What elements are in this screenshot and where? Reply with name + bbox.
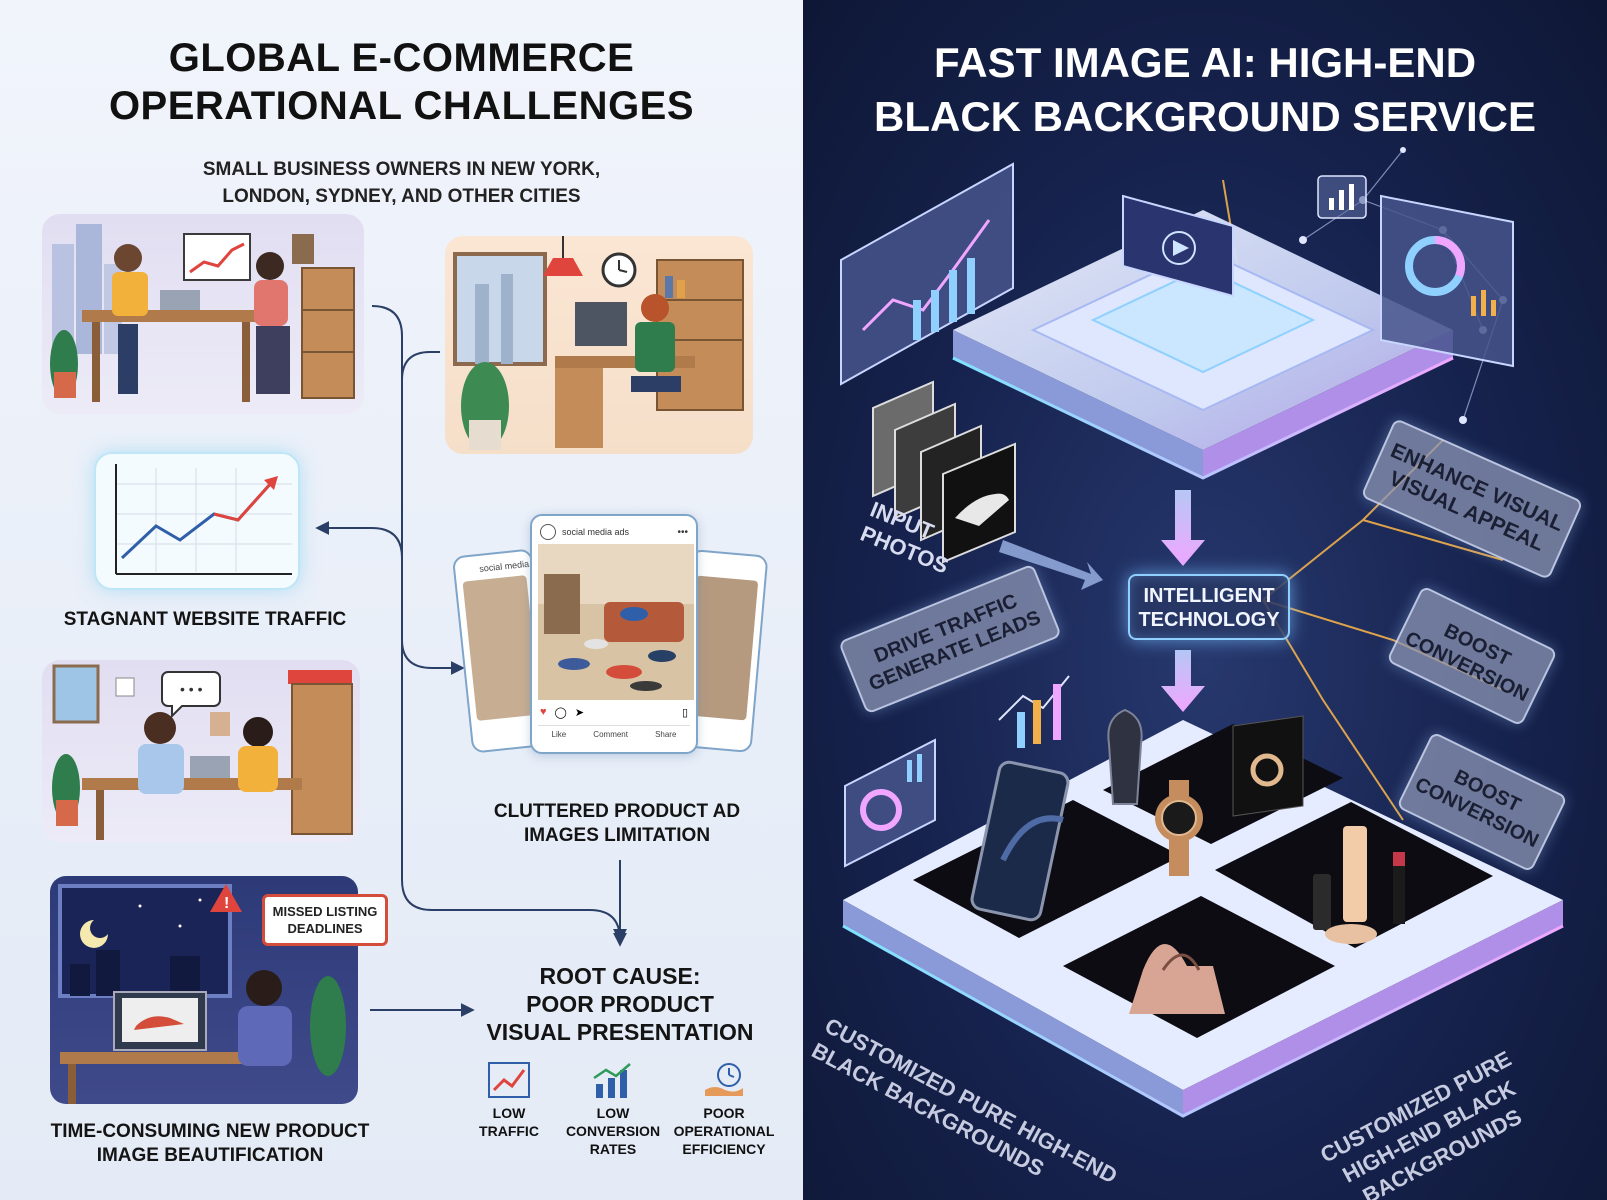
night-work-svg: ! (58, 884, 346, 1104)
left-subtitle: SMALL BUSINESS OWNERS IN NEW YORK, LONDO… (0, 156, 803, 210)
ads-caption-line-2: IMAGES LIMITATION (523, 825, 711, 846)
missed-deadlines-tag: MISSED LISTING DEADLINES (262, 894, 388, 946)
social-action-icons: ♥ ◯ ➤ ▯ (532, 700, 696, 721)
cause-3-line-2: OPERATIONAL (673, 1123, 775, 1139)
social-card-back-header: social media (478, 558, 530, 574)
time-caption-line-2: IMAGE BEAUTIFICATION (96, 1145, 324, 1166)
cause-2-line-2: CONVERSION (565, 1123, 661, 1139)
traffic-caption: STAGNANT WEBSITE TRAFFIC (63, 609, 347, 630)
team-laptop-illustration: • • • (42, 660, 360, 842)
left-title-line-2: OPERATIONAL CHALLENGES (108, 84, 695, 128)
night-work-illustration: ! (50, 876, 358, 1104)
cause-3-line-3: EFFICIENCY (682, 1141, 766, 1157)
root-cause-line-2: POOR PRODUCT (526, 991, 714, 1017)
comment-button[interactable]: Comment (593, 730, 628, 739)
social-action-row: Like Comment Share (538, 725, 690, 739)
stressed-man-illustration (445, 236, 753, 454)
team-laptop-svg: • • • (52, 664, 353, 840)
left-panel: GLOBAL E-COMMERCE OPERATIONAL CHALLENGES… (0, 0, 803, 1200)
more-icon[interactable]: ••• (677, 526, 688, 538)
clock-hand-icon (705, 1063, 743, 1096)
trend-chart-icon (488, 1062, 530, 1098)
like-button[interactable]: Like (551, 730, 567, 739)
ai-platform-illustration (840, 147, 1564, 1118)
intelligent-line-1: INTELLIGENT (1143, 585, 1275, 607)
left-subtitle-line-1: SMALL BUSINESS OWNERS IN NEW YORK, (202, 159, 601, 180)
cause-2-line-3: RATES (589, 1141, 637, 1157)
right-panel: FAST IMAGE AI: HIGH-END BLACK BACKGROUND… (803, 0, 1607, 1200)
growth-bars-icon (593, 1063, 631, 1098)
office-couple-illustration (42, 214, 364, 414)
bookmark-icon[interactable]: ▯ (681, 707, 688, 719)
traffic-chart-svg (115, 464, 292, 575)
social-avatar (540, 524, 556, 540)
send-icon[interactable]: ➤ (574, 707, 585, 719)
time-caption-line-1: TIME-CONSUMING NEW PRODUCT (50, 1121, 370, 1142)
left-subtitle-line-2: LONDON, SYDNEY, AND OTHER CITIES (222, 186, 581, 207)
cause-low-conversion: LOW CONVERSION RATES (561, 1060, 665, 1158)
cause-low-traffic: LOW TRAFFIC (457, 1060, 561, 1140)
missed-label-line-2: DEADLINES (287, 921, 363, 936)
left-title-line-1: GLOBAL E-COMMERCE (168, 36, 635, 80)
cause-2-line-1: LOW (596, 1105, 630, 1121)
stagnant-traffic-chart (94, 452, 300, 590)
time-caption: TIME-CONSUMING NEW PRODUCT IMAGE BEAUTIF… (30, 1120, 390, 1168)
social-card-front: social media ads ••• ♥ ◯ ➤ ▯ (530, 514, 698, 754)
speech-bubble-dots: • • • (180, 681, 203, 697)
right-title-line-1: FAST IMAGE AI: HIGH-END (933, 39, 1477, 86)
left-title: GLOBAL E-COMMERCE OPERATIONAL CHALLENGES (0, 34, 803, 130)
root-cause-heading: ROOT CAUSE: POOR PRODUCT VISUAL PRESENTA… (470, 962, 770, 1046)
root-cause-line-3: VISUAL PRESENTATION (486, 1019, 754, 1045)
office-couple-svg (50, 224, 355, 402)
stressed-man-svg (453, 236, 744, 450)
intelligent-technology-box: INTELLIGENT TECHNOLOGY (1128, 574, 1290, 640)
cause-1-line-1: LOW (492, 1105, 526, 1121)
right-title-line-2: BLACK BACKGROUND SERVICE (874, 93, 1536, 140)
share-button[interactable]: Share (655, 730, 677, 739)
cause-3-line-1: POOR (703, 1105, 745, 1121)
root-cause-line-1: ROOT CAUSE: (539, 963, 701, 989)
intelligent-line-2: TECHNOLOGY (1138, 609, 1280, 631)
social-ads-cards: social media social media ads ••• (451, 514, 769, 764)
cluttered-room-svg (538, 544, 694, 700)
heart-icon[interactable]: ♥ (540, 706, 547, 718)
social-card-header: social media ads (562, 527, 630, 537)
svg-text:!: ! (224, 895, 229, 912)
cause-1-line-2: TRAFFIC (479, 1123, 539, 1139)
right-title: FAST IMAGE AI: HIGH-END BLACK BACKGROUND… (803, 36, 1607, 144)
comment-icon[interactable]: ◯ (554, 707, 567, 719)
ads-caption-line-1: CLUTTERED PRODUCT AD (493, 801, 741, 822)
ads-caption: CLUTTERED PRODUCT AD IMAGES LIMITATION (462, 800, 772, 848)
cause-poor-efficiency: POOR OPERATIONAL EFFICIENCY (672, 1060, 776, 1158)
missed-label-line-1: MISSED LISTING (272, 904, 378, 919)
